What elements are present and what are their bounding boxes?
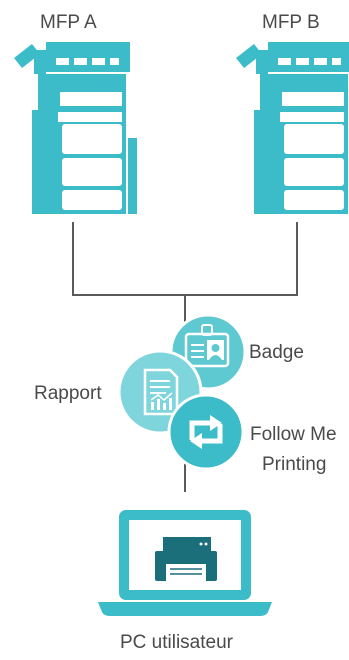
mfp-a-label: MFP A <box>40 12 97 33</box>
printer-icon <box>236 42 349 214</box>
laptop-icon <box>98 510 272 616</box>
badge-label: Badge <box>249 342 304 363</box>
printer-icon <box>14 42 137 214</box>
follow-me-icon <box>167 393 245 471</box>
pc-label: PC utilisateur <box>120 632 233 653</box>
rapport-label: Rapport <box>34 383 102 404</box>
follow-me-label: Follow Me <box>250 424 337 445</box>
mfp-b-label: MFP B <box>262 12 320 33</box>
follow-me-label-line2: Printing <box>262 454 327 475</box>
connector-lines <box>72 222 298 492</box>
